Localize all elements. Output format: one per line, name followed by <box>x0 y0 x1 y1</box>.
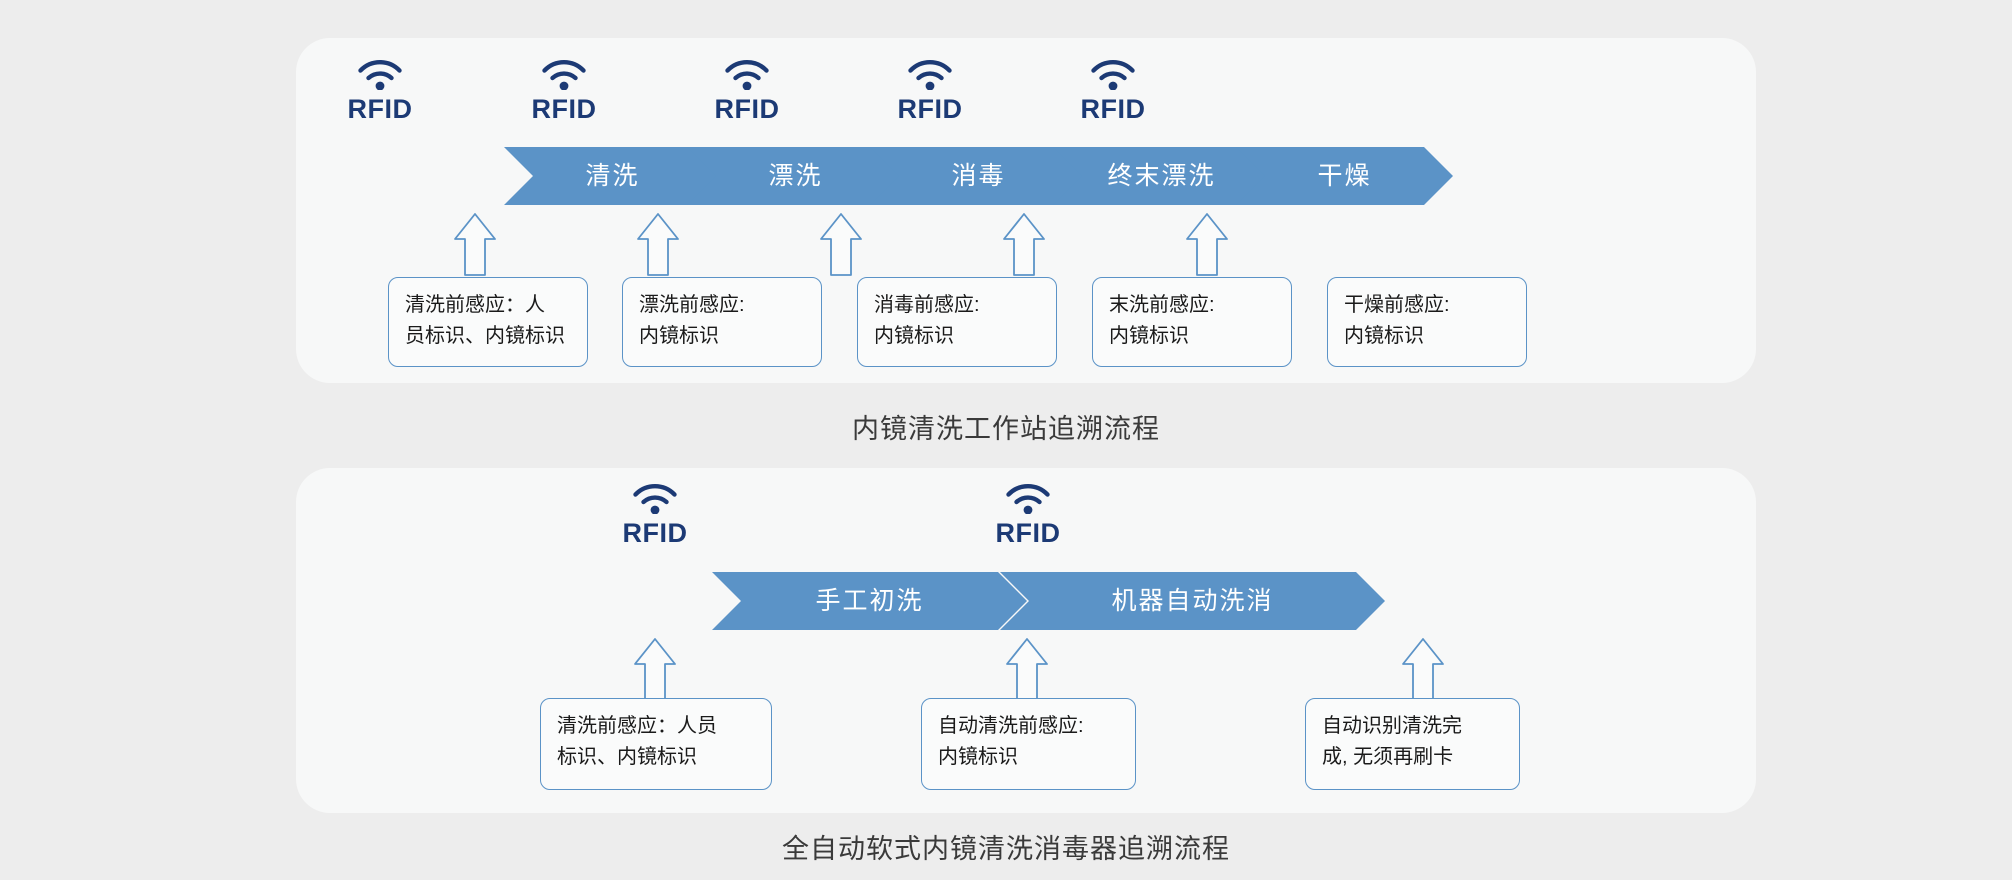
note-box-7: 自动清洗前感应: 内镜标识 <box>921 698 1136 790</box>
note-line: 干燥前感应: <box>1344 294 1450 316</box>
rfid-mark-7: RFID <box>980 480 1076 548</box>
process-step-label: 终末漂洗 <box>1107 162 1216 190</box>
note-box-3: 消毒前感应: 内镜标识 <box>857 277 1057 367</box>
hollow-up-arrow-icon-4 <box>1001 212 1047 282</box>
note-line: 自动识别清洗完 <box>1322 715 1462 737</box>
rfid-wave-icon <box>1065 56 1161 92</box>
process-step-label: 消毒 <box>951 162 1006 190</box>
hollow-up-arrow-icon-5 <box>1184 212 1230 282</box>
note-box-6: 清洗前感应：人员 标识、内镜标识 <box>540 698 772 790</box>
rfid-label: RFID <box>347 94 413 124</box>
rfid-mark-4: RFID <box>882 56 978 124</box>
note-box-8: 自动识别清洗完 成, 无须再刷卡 <box>1305 698 1520 790</box>
rfid-label: RFID <box>622 518 688 548</box>
note-line: 内镜标识 <box>938 746 1018 768</box>
rfid-wave-icon <box>607 480 703 516</box>
note-line: 自动清洗前感应: <box>938 715 1084 737</box>
rfid-wave-icon <box>516 56 612 92</box>
note-line: 漂洗前感应: <box>639 294 745 316</box>
note-line: 员标识、内镜标识 <box>405 325 565 347</box>
rfid-label: RFID <box>714 94 780 124</box>
rfid-label: RFID <box>995 518 1061 548</box>
rfid-mark-1: RFID <box>332 56 428 124</box>
rfid-wave-icon <box>699 56 795 92</box>
process-step-label: 清洗 <box>585 162 640 190</box>
process-step-piaoxi[interactable]: 漂洗 <box>687 147 904 205</box>
process-step-ganzao[interactable]: 干燥 <box>1236 147 1453 205</box>
note-line: 内镜标识 <box>639 325 719 347</box>
hollow-up-arrow-icon-2 <box>635 212 681 282</box>
note-box-2: 漂洗前感应: 内镜标识 <box>622 277 822 367</box>
note-line: 清洗前感应：人 <box>405 294 545 316</box>
note-line: 内镜标识 <box>1344 325 1424 347</box>
note-line: 成, 无须再刷卡 <box>1322 746 1454 768</box>
process-step-jiqizidongxixiao[interactable]: 机器自动洗消 <box>1000 572 1385 630</box>
process-step-zhongmopiaoxi[interactable]: 终末漂洗 <box>1053 147 1270 205</box>
note-box-1: 清洗前感应：人 员标识、内镜标识 <box>388 277 588 367</box>
note-line: 消毒前感应: <box>874 294 980 316</box>
note-line: 内镜标识 <box>874 325 954 347</box>
rfid-mark-2: RFID <box>516 56 612 124</box>
hollow-up-arrow-icon-8 <box>1400 637 1446 707</box>
rfid-wave-icon <box>980 480 1076 516</box>
rfid-mark-3: RFID <box>699 56 795 124</box>
hollow-up-arrow-icon-6 <box>632 637 678 707</box>
rfid-mark-5: RFID <box>1065 56 1161 124</box>
rfid-mark-6: RFID <box>607 480 703 548</box>
hollow-up-arrow-icon-7 <box>1004 637 1050 707</box>
process-step-qingxi[interactable]: 清洗 <box>504 147 721 205</box>
note-box-5: 干燥前感应: 内镜标识 <box>1327 277 1527 367</box>
process-step-label: 机器自动洗消 <box>1111 587 1274 615</box>
rfid-wave-icon <box>882 56 978 92</box>
process-step-label: 漂洗 <box>768 162 823 190</box>
rfid-label: RFID <box>1080 94 1146 124</box>
diagram-caption-bottom: 全自动软式内镜清洗消毒器追溯流程 <box>782 834 1230 864</box>
note-line: 清洗前感应：人员 <box>557 715 717 737</box>
rfid-label: RFID <box>897 94 963 124</box>
process-step-xiaodu[interactable]: 消毒 <box>870 147 1087 205</box>
hollow-up-arrow-icon-1 <box>452 212 498 282</box>
rfid-wave-icon <box>332 56 428 92</box>
note-box-4: 末洗前感应: 内镜标识 <box>1092 277 1292 367</box>
note-line: 内镜标识 <box>1109 325 1189 347</box>
note-line: 末洗前感应: <box>1109 294 1215 316</box>
process-step-label: 干燥 <box>1317 162 1372 190</box>
diagram-caption-top: 内镜清洗工作站追溯流程 <box>852 414 1160 444</box>
note-line: 标识、内镜标识 <box>557 746 697 768</box>
rfid-label: RFID <box>531 94 597 124</box>
process-step-label: 手工初洗 <box>815 587 924 615</box>
process-step-shougongchuxi[interactable]: 手工初洗 <box>712 572 1027 630</box>
hollow-up-arrow-icon-3 <box>818 212 864 282</box>
